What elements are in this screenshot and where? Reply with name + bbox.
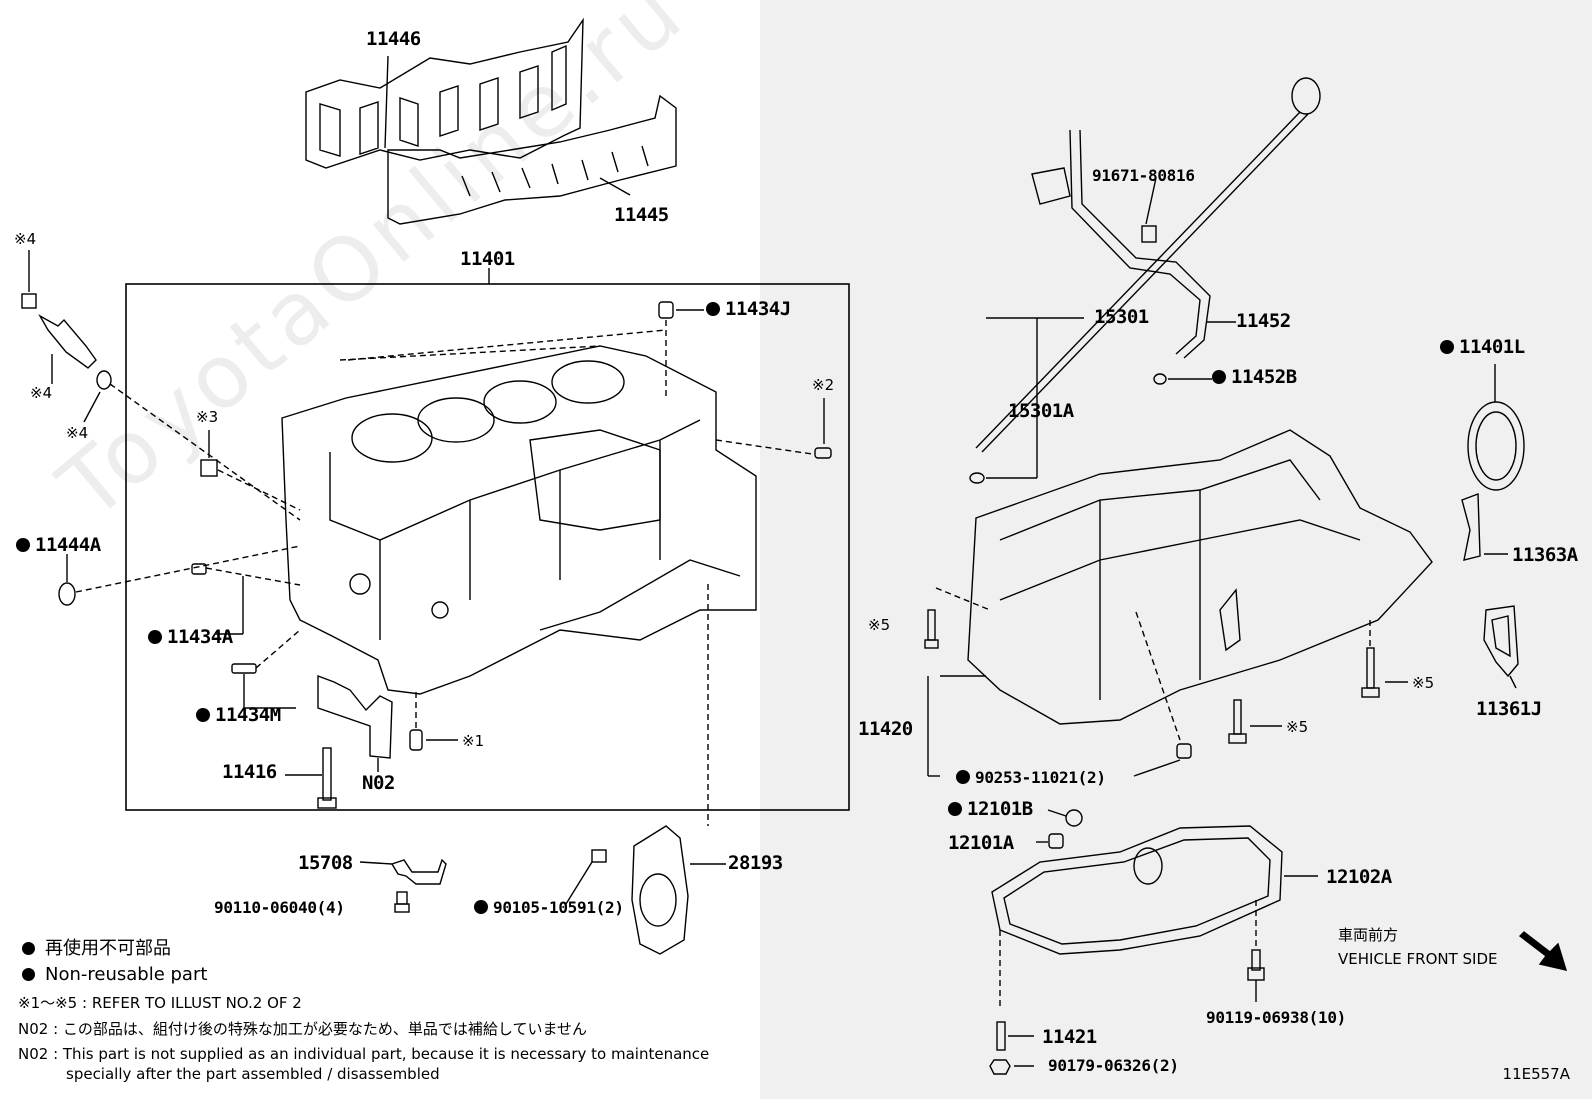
- sensor-15708-drawing: [359, 858, 447, 913]
- non-reusable-dot-icon: [196, 708, 210, 722]
- oring-11444A-drawing: [58, 582, 76, 606]
- mark-4-top: ※4: [14, 230, 37, 248]
- cover-11361J-drawing: [1483, 605, 1519, 689]
- mark-3: ※3: [196, 408, 219, 426]
- non-reusable-dot-icon: [1212, 370, 1226, 384]
- bearing-cap-drawing: [317, 674, 393, 759]
- gasket-12101B-drawing: [1065, 809, 1083, 827]
- nut-90179-drawing: [989, 1059, 1011, 1075]
- vehicle-front-arrow: [1518, 931, 1568, 971]
- non-reusable-dot-icon: [22, 942, 35, 955]
- non-reusable-dot-icon: [148, 630, 162, 644]
- bolt-11416-drawing: [285, 747, 337, 809]
- label-15708: 15708: [298, 852, 353, 874]
- bearing-11363A-drawing: [1461, 493, 1481, 561]
- label-11434J: 11434J: [706, 300, 791, 319]
- label-15301: 15301: [1094, 306, 1149, 328]
- mark-4-middle: ※4: [30, 384, 53, 402]
- note-n02-en-line1: N02 : This part is not supplied as an in…: [18, 1045, 710, 1063]
- label-11401L: 11401L: [1440, 338, 1525, 357]
- label-11420: 11420: [858, 718, 913, 740]
- cover-28193-drawing: [565, 584, 726, 955]
- vehicle-front-label-en: VEHICLE FRONT SIDE: [1338, 950, 1498, 968]
- label-11434M: 11434M: [196, 706, 281, 725]
- non-reusable-dot-icon: [706, 302, 720, 316]
- gasket-11445-drawing: [387, 94, 677, 225]
- label-11401: 11401: [460, 248, 515, 270]
- label-90179: 90179-06326(2): [1048, 1056, 1179, 1075]
- mark-4-bottom: ※4: [66, 424, 89, 442]
- label-12101B: 12101B: [948, 800, 1033, 819]
- oil-pan-12102A-drawing: [991, 825, 1318, 1010]
- pin-11434J-drawing: [658, 301, 674, 319]
- label-11421: 11421: [1042, 1026, 1097, 1048]
- legend-nonreusable-jp: 再使用不可部品: [22, 940, 171, 958]
- plug-90253-drawing: [1176, 743, 1192, 759]
- label-11361J: 11361J: [1476, 698, 1542, 720]
- label-11416: 11416: [222, 761, 277, 783]
- mark-1: ※1: [462, 732, 485, 750]
- label-11363A: 11363A: [1512, 544, 1578, 566]
- label-91671: 91671-80816: [1092, 166, 1195, 185]
- oil-pan-upper-drawing: [927, 429, 1433, 777]
- oil-seal-11401L-drawing: [1467, 364, 1525, 491]
- right-panel-background: [760, 0, 1592, 1099]
- dipstick-15301-drawing: [969, 77, 1321, 484]
- bolt-mark5-left-drawing: [924, 587, 991, 649]
- label-11452B: 11452B: [1212, 368, 1297, 387]
- non-reusable-dot-icon: [22, 968, 35, 981]
- note-refer: ※1～※5 : REFER TO ILLUST NO.2 OF 2: [18, 994, 302, 1012]
- cylinder-block-frame: [125, 283, 850, 811]
- pin-mark2-drawing: [814, 447, 832, 459]
- mark-5-right: ※5: [1412, 674, 1435, 692]
- label-90105: 90105-10591(2): [474, 900, 624, 916]
- label-90253: 90253-11021(2): [956, 770, 1106, 786]
- label-15301A: 15301A: [1008, 400, 1074, 422]
- label-28193: 28193: [728, 852, 783, 874]
- label-12101A: 12101A: [948, 832, 1014, 854]
- mark-5-left: ※5: [868, 616, 891, 634]
- label-11452: 11452: [1236, 310, 1291, 332]
- guide-11452-drawing: [1031, 129, 1236, 385]
- non-reusable-dot-icon: [16, 538, 30, 552]
- label-11445: 11445: [614, 204, 669, 226]
- label-11446: 11446: [366, 28, 421, 50]
- non-reusable-dot-icon: [1440, 340, 1454, 354]
- label-90110: 90110-06040(4): [214, 898, 345, 917]
- label-12102A: 12102A: [1326, 866, 1392, 888]
- bolt-90119-drawing: [1251, 949, 1261, 971]
- non-reusable-dot-icon: [948, 802, 962, 816]
- bolt-mark5-right-drawing: [1361, 620, 1408, 698]
- note-n02-en-line2: specially after the part assembled / dis…: [66, 1065, 440, 1083]
- illustration-code: 11E557A: [1502, 1065, 1570, 1083]
- label-90119: 90119-06938(10): [1206, 1008, 1346, 1027]
- label-11444A: 11444A: [16, 536, 101, 555]
- gasket-11446-drawing: [305, 17, 584, 169]
- note-n02-jp: N02 : この部品は、組付け後の特殊な加工が必要なため、単品では補給していませ…: [18, 1020, 588, 1038]
- union-mark4-drawing: [21, 250, 301, 521]
- drain-plug-12101A-drawing: [1048, 833, 1064, 849]
- pin-11434A-drawing: [191, 563, 207, 575]
- pin-11434M-drawing: [231, 663, 257, 674]
- non-reusable-dot-icon: [956, 770, 970, 784]
- pin-mark1-drawing: [409, 729, 423, 751]
- bolt-mark5-center-drawing: [1228, 699, 1282, 744]
- non-reusable-dot-icon: [474, 900, 488, 914]
- legend-nonreusable-en: Non-reusable part: [22, 966, 207, 984]
- mark-5-center: ※5: [1286, 718, 1309, 736]
- mark-2: ※2: [812, 376, 835, 394]
- label-N02: N02: [362, 772, 395, 794]
- vehicle-front-label-jp: 車両前方: [1338, 926, 1399, 944]
- label-11434A: 11434A: [148, 628, 233, 647]
- stud-11421-drawing: [996, 1021, 1006, 1051]
- cylinder-block-drawing: [281, 345, 757, 695]
